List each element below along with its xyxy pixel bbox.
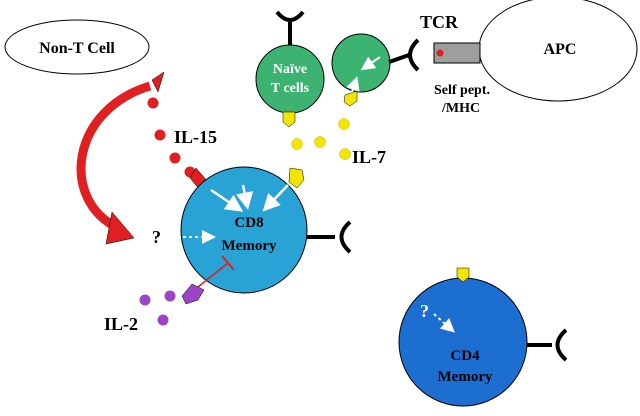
tcr-label: TCR [420,12,459,32]
il2-label: IL-2 [104,314,138,334]
question-cd4: ? [420,301,429,321]
self-pept-label-2: /MHC [441,101,480,116]
cd8-il7-receptor [288,167,305,189]
il2-receptor [181,283,205,305]
cd4-memory-cell: CD4 Memory [398,267,568,407]
cd8-label-1: CD8 [234,215,263,231]
il7-receptor-1 [282,111,296,128]
il15-label: IL-15 [174,127,217,147]
apc-label: APC [544,41,577,58]
non-t-cell: Non-T Cell [4,19,150,75]
self-peptide-mhc [433,42,481,64]
il7-cytokines [291,118,351,160]
il15-return-arrow [76,71,165,245]
naive-label-2: T cells [271,81,310,96]
non-t-cell-label: Non-T Cell [39,40,115,57]
naive-label-1: Naïve [273,62,307,77]
self-pept-label-1: Self pept. [434,83,490,98]
cd4-label-1: CD4 [450,348,480,364]
il2-cytokines [139,290,176,326]
il7-receptor-2 [343,90,358,107]
question-cd8: ? [152,227,161,247]
cd8-label-2: Memory [222,238,277,254]
apc-cell: APC [478,0,638,102]
il7-label: IL-7 [352,147,386,167]
naive-t-cell-1: Naïve T cells [255,10,325,128]
cd4-label-2: Memory [438,369,493,385]
cd8-memory-cell: CD8 Memory [180,166,352,305]
naive-t-cell-2 [331,33,420,107]
cd4-il7-receptor [456,267,470,283]
